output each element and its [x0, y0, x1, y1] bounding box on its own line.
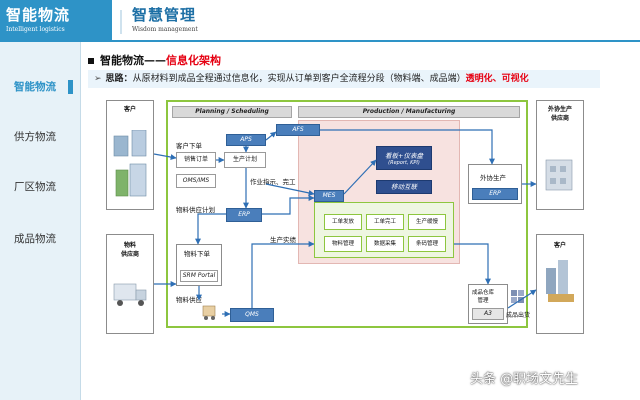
work-instruction-label: 作业指示、完工: [250, 178, 296, 186]
sidebar-item-label: 智能物流: [14, 81, 56, 93]
section-title-block: 智慧管理 Wisdom management: [132, 4, 198, 33]
brand-title: 智能物流: [6, 6, 71, 24]
mes-box: MES: [314, 190, 344, 202]
material-supply-label: 物料供应: [176, 296, 202, 304]
header-divider: [120, 10, 122, 34]
sidebar: 智能物流 供方物流 厂区物流 成品物流: [0, 42, 80, 400]
dashboard-subtitle: (Report, KPI): [388, 160, 420, 166]
afs-box: AFS: [276, 124, 320, 136]
factory-icon: [545, 159, 573, 191]
order-label: 客户下单: [176, 142, 202, 150]
cell-work-order-complete: 工单完工: [366, 214, 404, 230]
arrow-bullet-icon: ➢: [94, 74, 102, 84]
active-marker: [68, 80, 73, 94]
outsource-supplier-label: 外协生产 供应商: [547, 106, 572, 122]
cart-icon: [202, 305, 216, 320]
outsource-inner-label: 外协生产: [480, 174, 506, 182]
architecture-diagram: 客户 物料 供应商 Planning / Scheduling Producti…: [100, 94, 590, 354]
sidebar-item-label: 厂区物流: [14, 181, 56, 193]
cell-data-collection: 数据采集: [366, 236, 404, 252]
outsource-supplier-panel: [536, 100, 584, 210]
header: 智能物流 Intelligent logistics 智慧管理 Wisdom m…: [0, 0, 640, 42]
page-heading: 智能物流——信息化架构: [88, 52, 221, 68]
brand-block: 智能物流 Intelligent logistics: [0, 0, 112, 42]
sidebar-divider: [80, 42, 81, 400]
heading-accent: 信息化架构: [166, 54, 221, 67]
purchase-order-label: 物料下单: [184, 250, 210, 258]
section-subtitle: Wisdom management: [132, 26, 198, 33]
sidebar-item-intelligent-logistics[interactable]: 智能物流: [0, 74, 80, 100]
srm-box: SRM Portal: [180, 270, 218, 282]
dashboard-title: 看板+仪表盘: [385, 152, 423, 160]
cell-barcode-mgmt: 条码管理: [408, 236, 446, 252]
connector-lines: [153, 129, 537, 317]
supplier-left-label: 物料 供应商: [120, 242, 139, 258]
brand-subtitle: Intelligent logistics: [6, 26, 65, 33]
customer-right-label: 客户: [553, 242, 566, 249]
production-header: Production / Manufacturing: [298, 106, 520, 118]
thinking-label: 思路：: [105, 74, 133, 84]
mobile-box: 移动互联: [376, 180, 432, 194]
thinking-text: 从原材料到成品全程通过信息化，实现从订单到客户全流程分段（物料端、成品端）: [132, 74, 466, 84]
planning-header: Planning / Scheduling: [172, 106, 292, 118]
aps-box: APS: [226, 134, 266, 146]
dashboard-box: 看板+仪表盘 (Report, KPI): [376, 146, 432, 170]
ship-label: 成品出货: [506, 312, 531, 319]
a3-box: A3: [472, 308, 504, 320]
buildings-icon: [113, 130, 147, 197]
thinking-row: ➢思路：从原材料到成品全程通过信息化，实现从订单到客户全流程分段（物料端、成品端…: [88, 70, 600, 88]
truck-icon: [113, 283, 147, 306]
customer-left-label: 客户: [123, 106, 136, 113]
cell-material-mgmt: 物料管理: [324, 236, 362, 252]
sidebar-item-label: 供方物流: [14, 131, 56, 143]
square-bullet-icon: [88, 58, 94, 64]
sidebar-item-label: 成品物流: [14, 233, 56, 245]
erp-right-box: ERP: [472, 188, 518, 200]
sidebar-item-finished-logistics[interactable]: 成品物流: [0, 226, 80, 252]
header-rule: [112, 40, 640, 42]
cell-production-slow: 生产缓慢: [408, 214, 446, 230]
thinking-highlight: 透明化、可视化: [465, 74, 529, 84]
section-title: 智慧管理: [132, 6, 197, 24]
production-results-label: 生产实绩: [270, 236, 296, 244]
warehouse-label: 成品仓库 管理: [472, 290, 495, 304]
sidebar-item-plant-logistics[interactable]: 厂区物流: [0, 174, 80, 200]
sidebar-item-supplier-logistics[interactable]: 供方物流: [0, 124, 80, 150]
cell-work-order-issue: 工单发放: [324, 214, 362, 230]
supply-plan-label: 物料供应计划: [176, 206, 215, 214]
oms-box: OMS/IMS: [176, 174, 216, 188]
heading-prefix: 智能物流——: [100, 54, 166, 67]
sales-order-box: 销售订单: [176, 152, 216, 168]
city-icon: [546, 260, 574, 302]
watermark: 头条 @职场文先生: [470, 372, 579, 387]
